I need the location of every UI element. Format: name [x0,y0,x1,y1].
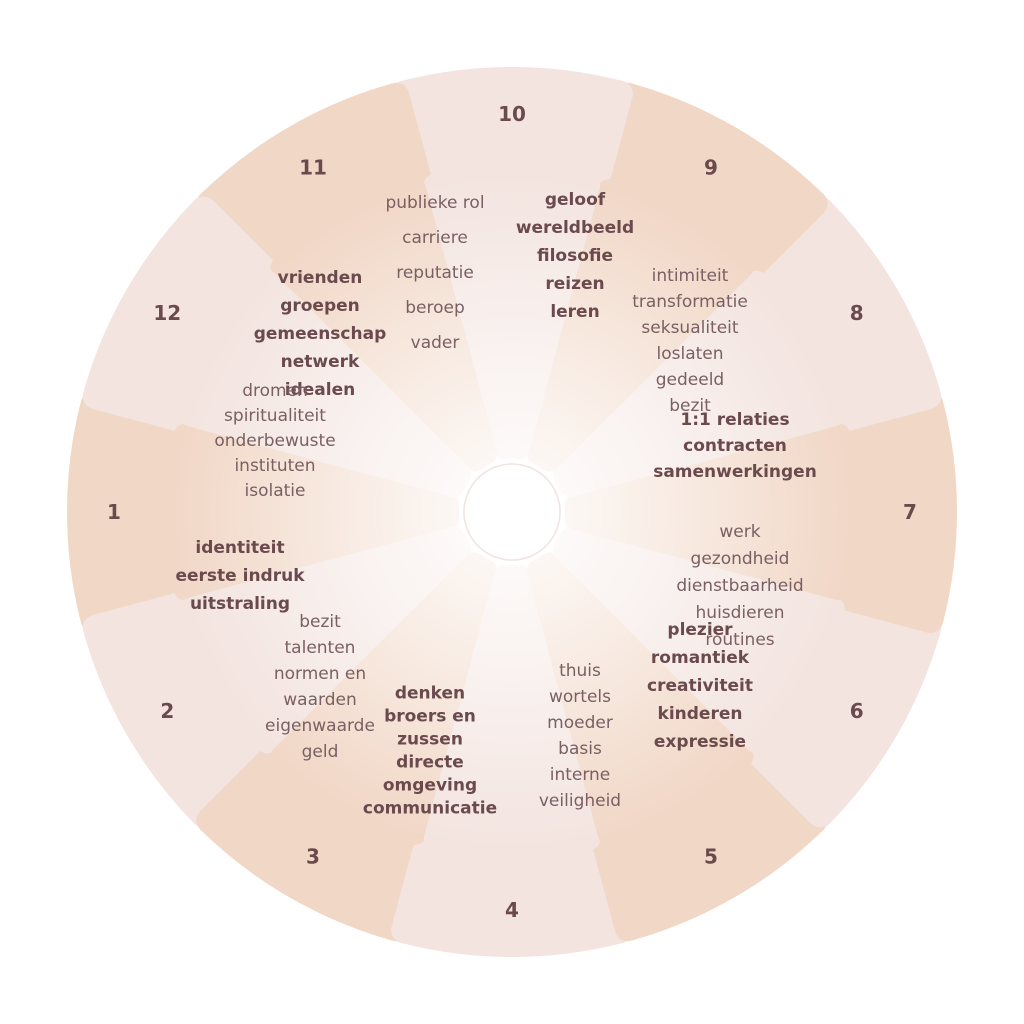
house-6-keyword: dienstbaarheid [676,576,803,596]
house-9-keyword: reizen [545,274,604,294]
house-12-keyword: isolatie [245,481,306,501]
house-12-keyword: onderbewuste [214,431,335,451]
house-number-7: 7 [903,500,917,524]
house-4-keyword: thuis [559,661,601,681]
house-number-1: 1 [107,500,121,524]
house-12-keyword: spiritualiteit [224,406,326,426]
house-number-3: 3 [306,845,320,869]
house-3-keyword: denken [395,684,465,704]
house-3-keyword: omgeving [383,776,477,796]
house-number-10: 10 [498,102,526,126]
house-4-keyword: wortels [549,687,611,707]
house-1-keyword: identiteit [195,538,284,558]
house-number-5: 5 [704,845,718,869]
house-10-keyword: publieke rol [385,193,484,213]
house-2-keyword: normen en [274,664,366,684]
house-6-keyword: routines [705,630,774,650]
house-10-keyword: vader [411,333,460,353]
house-6-keyword: huisdieren [696,603,785,623]
house-1-keyword: uitstraling [190,594,290,614]
house-12-keyword: dromen [242,381,308,401]
house-10-keyword: reputatie [396,263,474,283]
house-4-keyword: interne [550,765,611,785]
house-8-keyword: bezit [669,396,711,416]
house-8-keyword: gedeeld [656,370,724,390]
house-5-keyword: plezier [667,620,733,640]
house-keywords: identiteit eerste indruk uitstraling bezit t… [175,190,816,819]
house-11-keyword: groepen [280,296,360,316]
house-5-keyword: romantiek [651,648,750,668]
house-10-keyword: beroep [405,298,465,318]
house-number-12: 12 [153,301,181,325]
house-7-keyword: samenwerkingen [653,462,817,482]
house-2-keyword: eigenwaarde [265,716,375,736]
house-8-keyword: transformatie [632,292,748,312]
house-number-6: 6 [850,699,864,723]
house-7-keyword: 1:1 relaties [680,410,789,430]
house-8-keyword: intimiteit [652,266,729,286]
house-5-keyword: kinderen [658,704,743,724]
house-11-keyword: idealen [285,380,355,400]
house-6-keyword: gezondheid [691,549,790,569]
house-4-keyword: moeder [547,713,613,733]
house-2-keyword: waarden [283,690,356,710]
house-3-keyword: broers en [384,707,476,727]
house-8-keyword: loslaten [656,344,723,364]
center-circle [463,463,561,561]
house-number-11: 11 [299,155,327,179]
house-9-keyword: geloof [545,190,606,210]
house-8-keyword: seksualiteit [641,318,739,338]
house-1-keyword: eerste indruk [175,566,305,586]
house-4-keyword: basis [558,739,602,759]
house-number-8: 8 [850,301,864,325]
house-number-9: 9 [704,155,718,179]
house-9-keyword: wereldbeeld [516,218,634,238]
house-12-keyword: instituten [234,456,315,476]
house-7-keyword: contracten [683,436,787,456]
house-4-keyword: veiligheid [539,791,621,811]
house-3-keyword: zussen [397,730,463,750]
house-5-keyword: creativiteit [647,676,753,696]
house-9-keyword: filosofie [537,246,613,266]
house-number-2: 2 [160,699,174,723]
house-2-keyword: talenten [285,638,356,658]
house-11-keyword: gemeenschap [254,324,387,344]
house-number-4: 4 [505,898,519,922]
house-10-keyword: carriere [402,228,468,248]
house-11-keyword: vrienden [278,268,363,288]
house-11-keyword: netwerk [281,352,360,372]
house-3-keyword: communicatie [363,799,497,819]
house-6-keyword: werk [719,522,760,542]
house-3-keyword: directe [396,753,464,773]
house-5-keyword: expressie [654,732,746,752]
house-2-keyword: geld [302,742,339,762]
house-2-keyword: bezit [299,612,341,632]
house-9-keyword: leren [550,302,599,322]
